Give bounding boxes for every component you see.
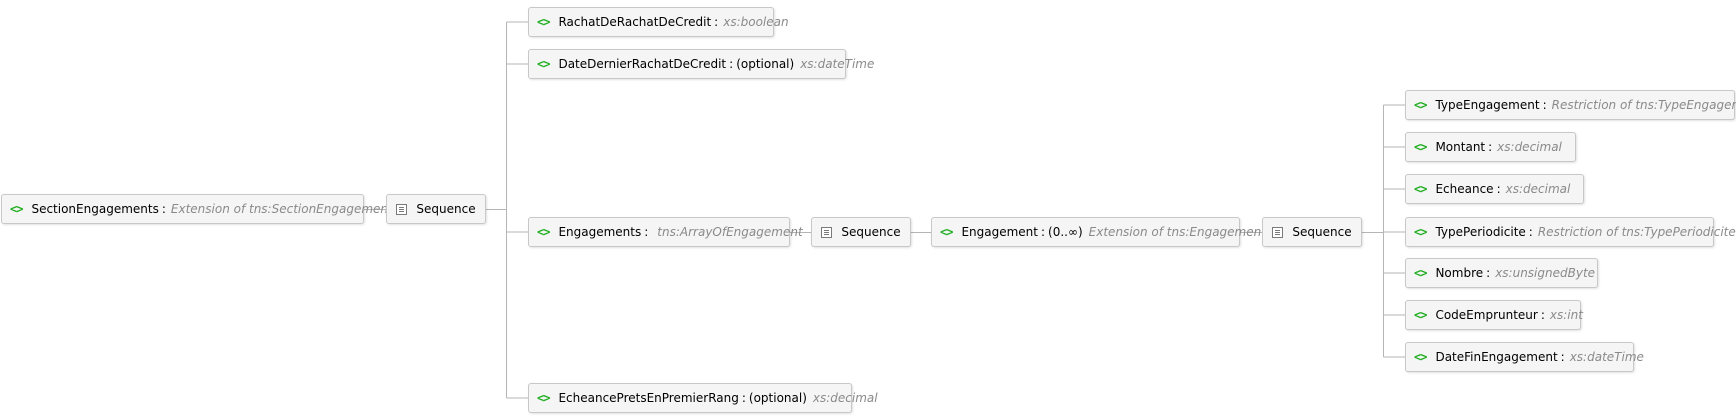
element-node-rachatderachatdecredit[interactable]: <> RachatDeRachatDeCredit : xs:boolean: [528, 7, 789, 37]
element-separator: :: [1540, 308, 1545, 322]
sequence-label: Sequence: [841, 225, 901, 239]
element-name: Montant: [1435, 140, 1486, 154]
element-icon: <>: [1414, 350, 1427, 364]
element-name: Engagements: [558, 225, 642, 239]
element-name: EcheancePretsEnPremierRang: [558, 391, 739, 405]
sequence-icon: [1272, 226, 1284, 238]
sequence-icon: [396, 203, 408, 215]
element-node-datefinengagement[interactable]: <> DateFinEngagement : xs:dateTime: [1405, 342, 1644, 372]
element-node-typeperiodicite[interactable]: <> TypePeriodicite : Restriction of tns:…: [1405, 217, 1736, 247]
element-icon: <>: [940, 225, 953, 239]
root-element-node[interactable]: <> SectionEngagements : Extension of tns…: [1, 194, 399, 224]
element-node-datedernierrachatdecredit[interactable]: <> DateDernierRachatDeCredit : (optional…: [528, 49, 874, 79]
sequence-label: Sequence: [1292, 225, 1352, 239]
element-icon: <>: [1414, 308, 1427, 322]
element-icon: <>: [537, 225, 550, 239]
element-name: RachatDeRachatDeCredit: [558, 15, 712, 29]
sequence-node-2[interactable]: Sequence: [811, 217, 911, 247]
element-icon: <>: [1414, 140, 1427, 154]
element-type: xs:decimal: [1497, 140, 1562, 154]
element-separator: :: [161, 202, 166, 216]
element-separator: :: [1488, 140, 1493, 154]
element-node-nombre[interactable]: <> Nombre : xs:unsignedByte: [1405, 258, 1598, 288]
element-node-montant[interactable]: <> Montant : xs:decimal: [1405, 132, 1576, 162]
element-node-echeancepretsenpremierrang[interactable]: <> EcheancePretsEnPremierRang : (optiona…: [528, 383, 878, 413]
element-icon: <>: [1414, 98, 1427, 112]
element-node-typeengagement[interactable]: <> TypeEngagement : Restriction of tns:T…: [1405, 90, 1736, 120]
element-icon: <>: [1414, 182, 1427, 196]
sequence-node-1[interactable]: Sequence: [386, 194, 486, 224]
element-type: xs:int: [1549, 308, 1583, 322]
element-type: xs:dateTime: [1569, 350, 1644, 364]
element-name: TypeEngagement: [1435, 98, 1540, 112]
element-type: Restriction of tns:TypeEngagement: [1551, 98, 1736, 112]
element-type: xs:dateTime: [800, 57, 875, 71]
element-separator: :: [714, 15, 719, 29]
sequence-node-3[interactable]: Sequence: [1262, 217, 1362, 247]
element-type: xs:unsignedByte: [1495, 266, 1596, 280]
element-type: xs:boolean: [723, 15, 789, 29]
element-separator: :: [1486, 266, 1491, 280]
element-name: DateDernierRachatDeCredit: [558, 57, 727, 71]
element-type: xs:decimal: [1505, 182, 1571, 196]
element-separator: :: [741, 391, 746, 405]
element-icon: <>: [537, 57, 550, 71]
element-icon: <>: [10, 202, 23, 216]
element-name: DateFinEngagement: [1435, 350, 1558, 364]
element-occurrence: (0..∞): [1048, 225, 1083, 239]
element-separator: :: [1041, 225, 1046, 239]
element-icon: <>: [1414, 225, 1427, 239]
element-type: xs:decimal: [812, 391, 878, 405]
element-type: tns:ArrayOfEngagement: [657, 225, 803, 239]
element-node-engagements[interactable]: <> Engagements : tns:ArrayOfEngagement: [528, 217, 803, 247]
element-separator: :: [1560, 350, 1565, 364]
element-separator: :: [1528, 225, 1533, 239]
element-type: Extension of tns:SectionEngagements: [170, 202, 399, 216]
element-name: CodeEmprunteur: [1435, 308, 1538, 322]
element-separator: :: [729, 57, 734, 71]
element-name: SectionEngagements: [31, 202, 159, 216]
sequence-icon: [821, 226, 833, 238]
element-separator: :: [644, 225, 649, 239]
element-type: Restriction of tns:TypePeriodicite: [1537, 225, 1736, 239]
element-node-engagement[interactable]: <> Engagement : (0..∞) Extension of tns:…: [931, 217, 1266, 247]
element-name: Echeance: [1435, 182, 1494, 196]
element-icon: <>: [537, 391, 550, 405]
element-name: TypePeriodicite: [1435, 225, 1526, 239]
element-node-echeance[interactable]: <> Echeance : xs:decimal: [1405, 174, 1584, 204]
sequence-label: Sequence: [416, 202, 476, 216]
element-icon: <>: [537, 15, 550, 29]
element-name: Engagement: [961, 225, 1038, 239]
element-icon: <>: [1414, 266, 1427, 280]
element-separator: :: [1496, 182, 1501, 196]
element-node-codeemprunteur[interactable]: <> CodeEmprunteur : xs:int: [1405, 300, 1583, 330]
element-separator: :: [1542, 98, 1547, 112]
element-occurrence: (optional): [748, 391, 807, 405]
element-type: Extension of tns:Engagement: [1088, 225, 1266, 239]
element-name: Nombre: [1435, 266, 1484, 280]
element-occurrence: (optional): [736, 57, 795, 71]
